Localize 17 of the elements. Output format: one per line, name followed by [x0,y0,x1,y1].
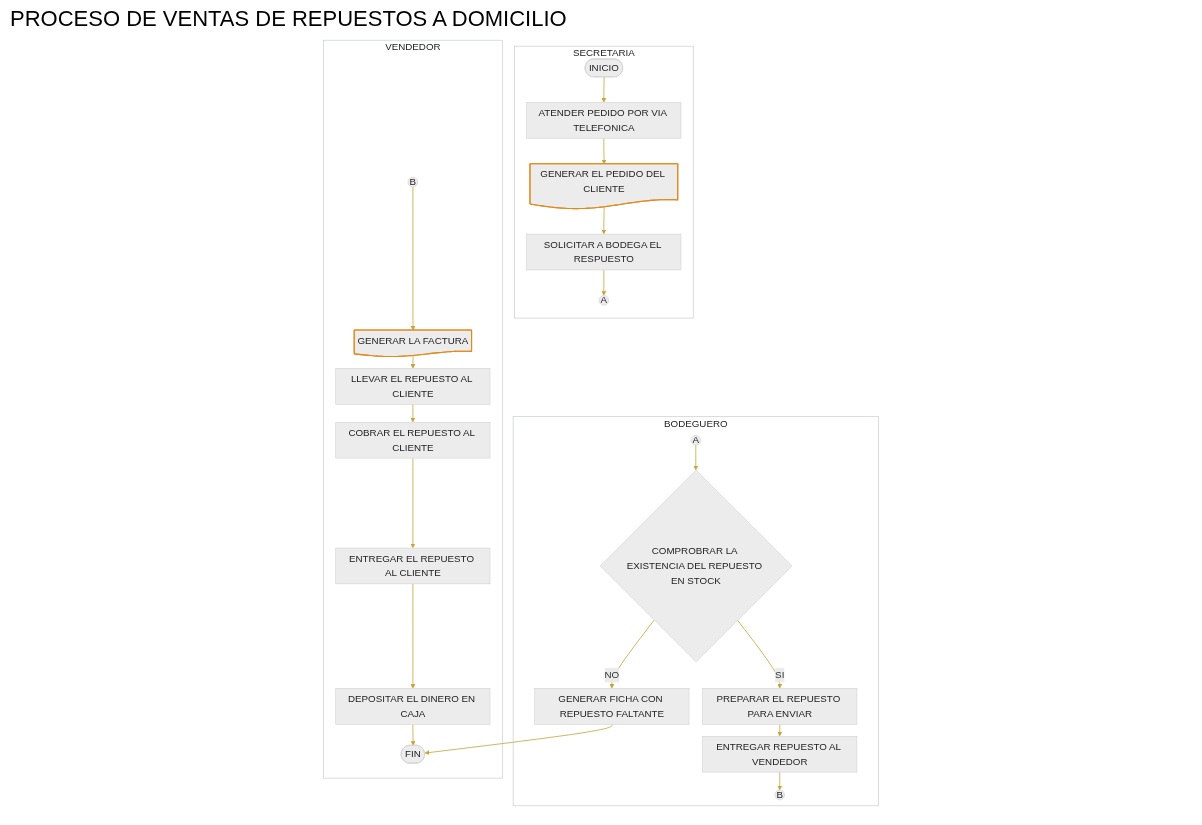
edge-label: NO [604,669,620,681]
node-box: PREPARAR EL REPUESTO PARA ENVIAR [702,688,858,725]
node-box: COBRAR EL REPUESTO AL CLIENTE [335,422,491,459]
diagram-title: PROCESO DE VENTAS DE REPUESTOS A DOMICILIO [10,6,568,32]
node-box: DEPOSITAR EL DINERO EN CAJA [335,688,491,725]
node-diamond: COMPROBRAR LA EXISTENCIA DEL REPUESTO EN STOCK [599,469,793,663]
node-circle: A [690,435,701,446]
node-box: ATENDER PEDIDO POR VIA TELEFONICA [526,102,682,139]
node-box: GENERAR FICHA CON REPUESTO FALTANTE [534,688,690,725]
edge-label: SI [775,669,785,681]
node-box: LLEVAR EL REPUESTO AL CLIENTE [335,368,491,405]
node-circle: B [407,176,419,188]
node-box: ENTREGAR EL REPUESTO AL CLIENTE [335,547,491,585]
node-circle: B [774,789,785,801]
node-box: ENTREGAR REPUESTO AL VENDEDOR [702,736,858,773]
node-circle: A [598,295,609,306]
node-box: SOLICITAR A BODEGA EL RESPUESTO [526,233,682,271]
